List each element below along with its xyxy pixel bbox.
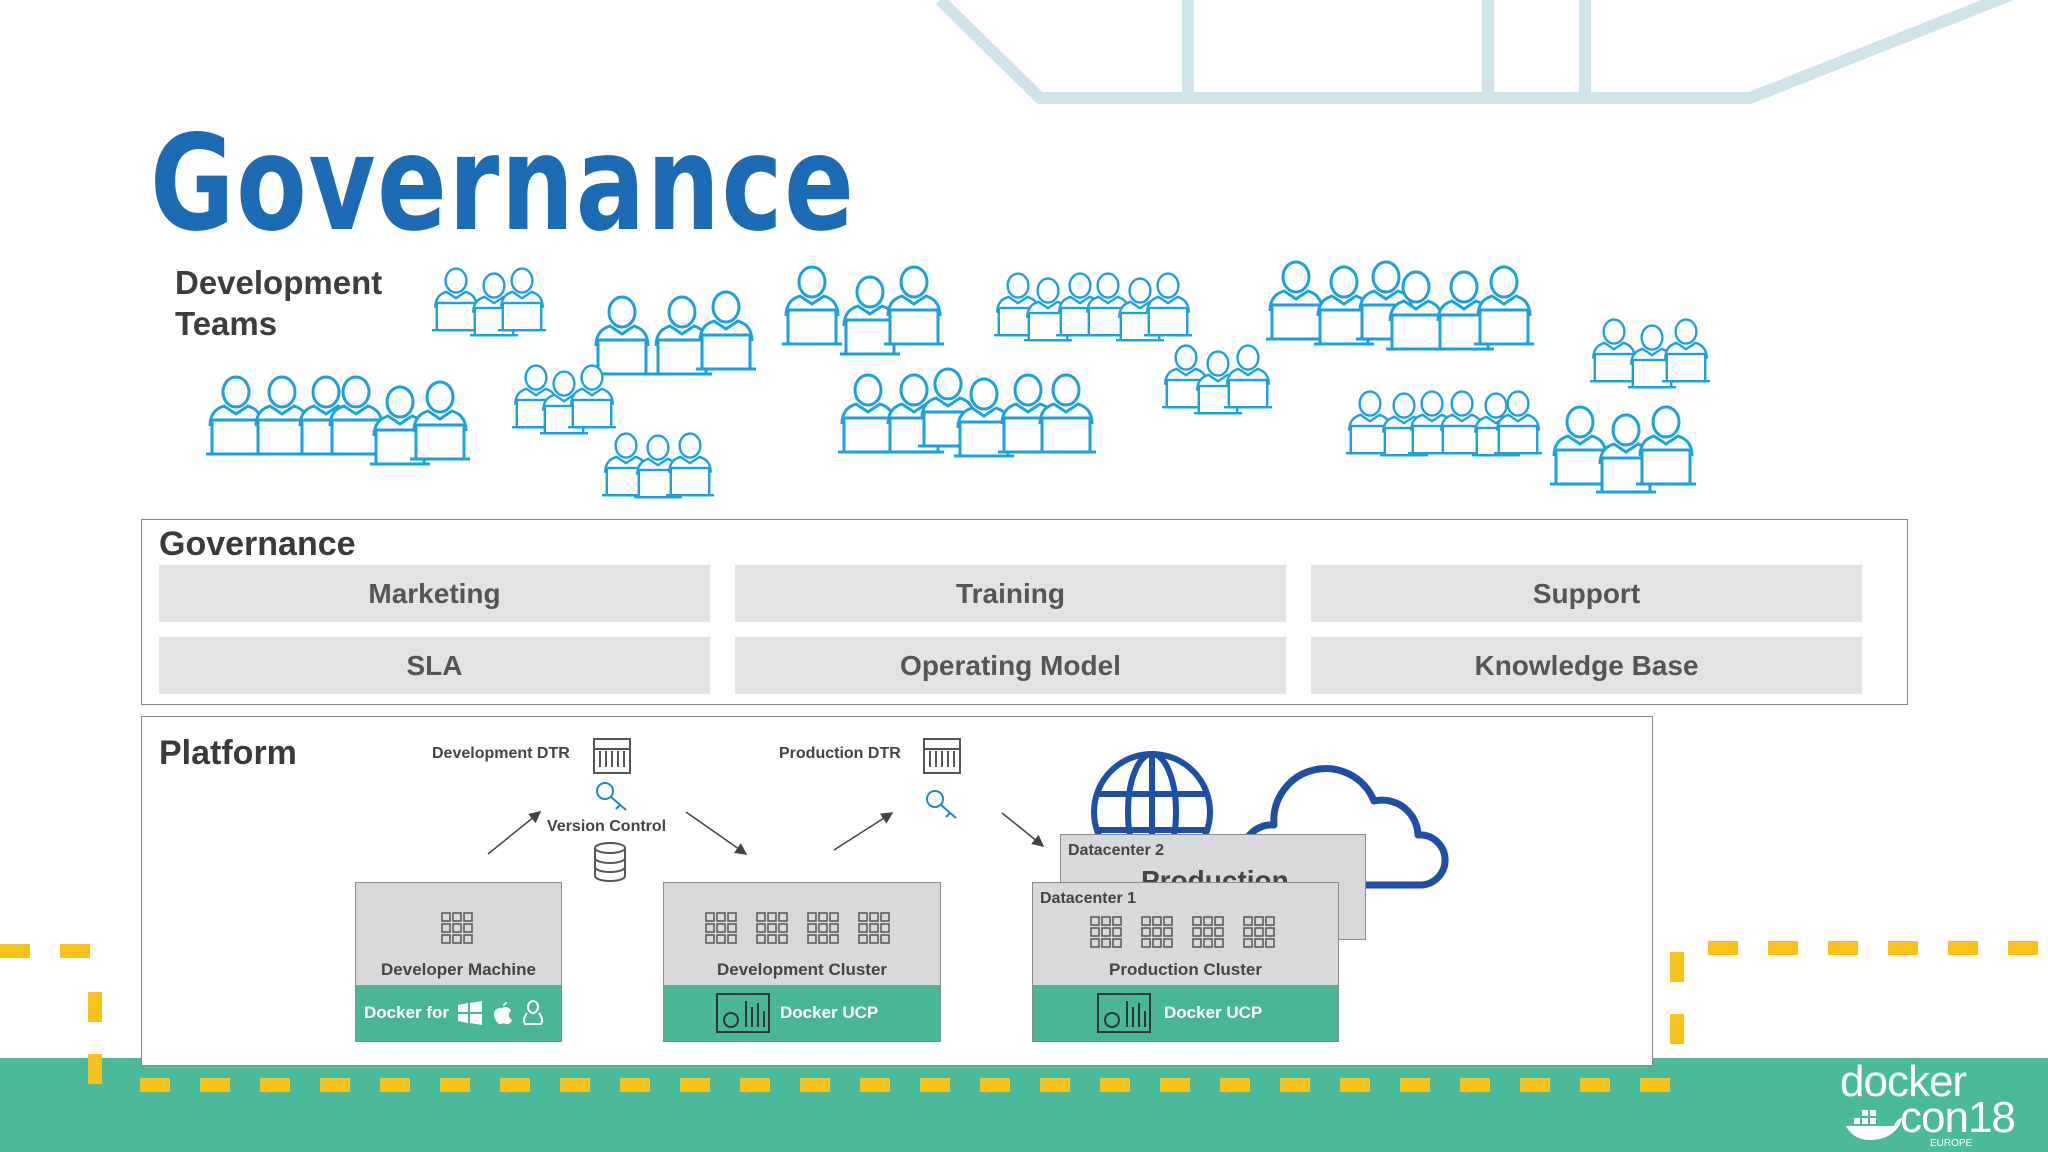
- development-cluster-label: Development Cluster: [716, 960, 888, 979]
- developer-icon: [410, 380, 470, 461]
- developer-icon: [206, 375, 266, 456]
- governance-cell-marketing: Marketing: [159, 565, 710, 622]
- teams-text: Teams: [175, 305, 278, 342]
- version-control-label: Version Control: [547, 818, 667, 835]
- logo-line1: docker: [1840, 1057, 1967, 1106]
- datacenter-1-label: Datacenter 1: [1040, 890, 1137, 907]
- governance-heading: Governance: [159, 525, 356, 563]
- developer-icon: [431, 267, 481, 332]
- server-grid-icon: [1090, 916, 1275, 948]
- developer-icon: [840, 275, 900, 356]
- developer-icon: [1550, 405, 1610, 486]
- development-teams-icons: [206, 260, 1711, 499]
- yellow-dash-line: [1708, 941, 2048, 955]
- platform-heading: Platform: [159, 734, 297, 772]
- server-grid-icon: [705, 912, 890, 944]
- governance-cell-support: Support: [1311, 565, 1862, 622]
- logo-sub: EUROPE: [1930, 1138, 1973, 1149]
- yellow-dash-line: [88, 992, 102, 1092]
- developer-icon: [326, 375, 386, 456]
- developer-icon: [1493, 390, 1543, 455]
- developer-icon: [1434, 270, 1494, 351]
- windows-icon: [458, 1001, 483, 1025]
- key-icon: [596, 782, 627, 811]
- governance-cell-knowledge-base: Knowledge Base: [1311, 637, 1862, 694]
- developer-icon: [1036, 373, 1096, 454]
- developer-icon: [592, 295, 652, 376]
- docker-ucp-label: Docker UCP: [780, 1003, 879, 1022]
- platform-connectors: [487, 811, 1045, 855]
- developer-icon: [1661, 318, 1711, 383]
- developer-icon: [696, 290, 756, 371]
- developer-icon: [1474, 265, 1534, 346]
- developer-icon: [665, 432, 715, 497]
- developer-icon: [782, 265, 842, 346]
- database-icon: [594, 842, 626, 882]
- governance-cell-operating-model: Operating Model: [735, 637, 1286, 694]
- docker-ucp-label: Docker UCP: [1164, 1003, 1263, 1022]
- development-dtr-label: Development DTR: [432, 745, 570, 762]
- developer-icon: [633, 434, 683, 499]
- governance-cell-training: Training: [735, 565, 1286, 622]
- governance-cell-sla: SLA: [159, 637, 710, 694]
- developer-icon: [567, 364, 617, 429]
- docker-for-label: Docker for: [364, 1003, 450, 1022]
- docker-for-bar: Docker for: [356, 985, 561, 1041]
- yellow-dash-line: [1670, 952, 1684, 1052]
- developer-icon: [1223, 344, 1273, 409]
- linux-icon: [522, 1000, 544, 1025]
- developer-icon: [1627, 324, 1677, 389]
- logo-line2: con18: [1900, 1093, 2016, 1142]
- registry-icon: [923, 738, 961, 774]
- registry-icon: [593, 738, 631, 774]
- developer-icon: [1115, 277, 1165, 342]
- docker-ucp-bar: Docker UCP: [664, 985, 940, 1041]
- dockercon-logo: docker con18 EUROPE: [1838, 1058, 2038, 1152]
- developer-icon: [1636, 405, 1696, 486]
- slide-title: Governance: [150, 107, 856, 261]
- development-teams-label: Development Teams: [175, 262, 435, 344]
- development-teams-text: Development: [175, 264, 383, 301]
- developer-icon: [497, 267, 547, 332]
- developer-icon: [1143, 272, 1193, 337]
- developer-icon: [1266, 260, 1326, 341]
- production-cluster-label: Production Cluster: [1108, 960, 1262, 979]
- whale-icon: [1846, 1110, 1902, 1140]
- server-grid-icon: [441, 912, 473, 944]
- yellow-dash-line: [0, 944, 110, 958]
- developer-icon: [1596, 413, 1656, 494]
- datacenter-2-label: Datacenter 2: [1068, 842, 1165, 859]
- developer-machine-node: Developer Machine Docker for: [355, 882, 562, 1042]
- developer-icon: [1589, 318, 1639, 383]
- key-icon: [926, 790, 957, 819]
- yellow-dash-line: [140, 1078, 1680, 1092]
- developer-machine-label: Developer Machine: [381, 960, 536, 979]
- docker-ucp-bar: Docker UCP: [1033, 985, 1338, 1041]
- production-cluster-node: Datacenter 1 Production Cluster Docker U…: [1032, 882, 1339, 1042]
- ucp-icon: [716, 993, 770, 1033]
- production-dtr-label: Production DTR: [779, 745, 901, 762]
- developer-icon: [601, 432, 651, 497]
- development-cluster-node: Development Cluster Docker UCP: [663, 882, 941, 1042]
- developer-icon: [884, 265, 944, 346]
- ucp-icon: [1097, 993, 1151, 1033]
- apple-icon: [493, 1002, 513, 1025]
